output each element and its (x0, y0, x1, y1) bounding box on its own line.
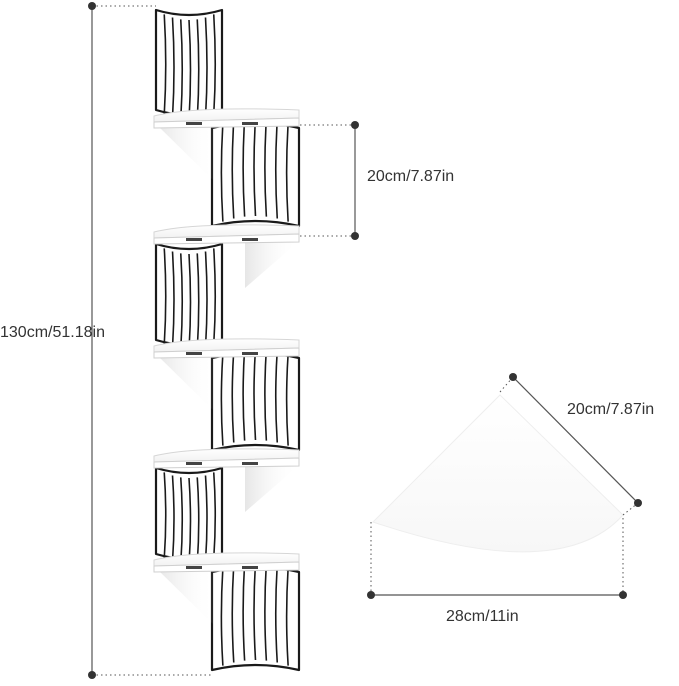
rack-bar (171, 475, 175, 562)
shelf-depth-label: 20cm/7.87in (567, 401, 655, 418)
rack-bar (274, 120, 279, 219)
rack-bar (212, 14, 217, 115)
rack-panel-left (154, 466, 224, 565)
rack-bar (253, 347, 257, 441)
dimension-endpoint (634, 499, 642, 507)
rack-bar (285, 567, 289, 666)
rack-bar (231, 350, 235, 443)
shelf-top-view (372, 394, 624, 553)
rack-bar (264, 562, 268, 661)
rack-bar (242, 348, 246, 441)
dimension-endpoint (88, 2, 96, 10)
shelf-board (153, 552, 300, 626)
rack-panel-left (154, 242, 224, 351)
rack-bar (179, 19, 184, 120)
bracket (242, 238, 258, 241)
rack-bar (171, 17, 175, 118)
rack-bar (264, 348, 268, 441)
rack-bar (264, 118, 268, 217)
rack-bar (196, 253, 200, 350)
rack-bar (179, 477, 184, 564)
shelf-edge (153, 117, 300, 129)
rack-bar (253, 117, 257, 217)
shelf-edge (153, 561, 300, 573)
corner-shelf-unit (153, 8, 301, 672)
rack-panel-right (210, 347, 301, 452)
rack-bar (204, 251, 208, 348)
rack-bar (220, 567, 224, 666)
dimension-endpoint (88, 671, 96, 679)
wall-shadow (245, 242, 298, 288)
rack-bar (212, 248, 217, 345)
bracket (186, 566, 202, 569)
rack-bar (285, 123, 289, 222)
bracket (186, 122, 202, 125)
wall-shadow (245, 466, 298, 512)
rack-bar (231, 564, 235, 663)
wall-shadow (158, 570, 215, 626)
shelf-board (153, 448, 300, 512)
rack-panel-left (154, 8, 224, 121)
dimension-endpoint (351, 232, 359, 240)
shelf-board (153, 224, 300, 288)
bracket (242, 462, 258, 465)
rack-bar (163, 14, 167, 115)
rack-bar (196, 19, 200, 120)
rack-bar (242, 562, 246, 661)
dimension-endpoint (509, 373, 517, 381)
rack-bar (188, 253, 192, 351)
dimension-endpoint (351, 121, 359, 129)
shelf-width-label: 28cm/11in (446, 608, 519, 625)
bracket (186, 352, 202, 355)
rack-bar (242, 118, 246, 217)
rack-bar (212, 472, 217, 559)
bracket (242, 122, 258, 125)
rack-bar (163, 248, 167, 345)
rack-bar (274, 564, 279, 663)
rack-bar (285, 353, 289, 446)
total-height-label: 130cm/51.18in (0, 324, 105, 341)
dimension-lines (88, 2, 359, 679)
bracket (242, 352, 258, 355)
shelf-edge (153, 347, 300, 359)
rack-bar (204, 475, 208, 562)
extension-line (622, 502, 639, 516)
dimension-endpoint (619, 591, 627, 599)
dimension-line (512, 376, 639, 504)
wall-shadow (158, 126, 215, 182)
rack-bar (253, 561, 257, 661)
rack-bar (163, 472, 167, 559)
shelf-edge (153, 457, 300, 469)
rack-bar (196, 477, 200, 564)
extension-line (499, 376, 514, 393)
rack-bar (179, 253, 184, 350)
rack-panel-right (210, 117, 301, 228)
rack-bar (188, 19, 192, 121)
shelf-edge (153, 233, 300, 245)
wall-shadow (158, 356, 215, 412)
bracket (242, 566, 258, 569)
dimension-endpoint (367, 591, 375, 599)
single-shelf-top-view (367, 373, 642, 599)
shelf-board (153, 108, 300, 182)
bracket (186, 238, 202, 241)
rack-bar (188, 477, 192, 565)
shelf-board (153, 338, 300, 412)
rack-bar (220, 353, 224, 446)
bracket (186, 462, 202, 465)
shelf-spacing-label: 20cm/7.87in (367, 168, 455, 185)
rack-bar (204, 17, 208, 118)
rack-bar (220, 123, 224, 222)
rack-bar (231, 120, 235, 219)
rack-bar (171, 251, 175, 348)
rack-panel-right (210, 561, 301, 672)
rack-bar (274, 350, 279, 443)
